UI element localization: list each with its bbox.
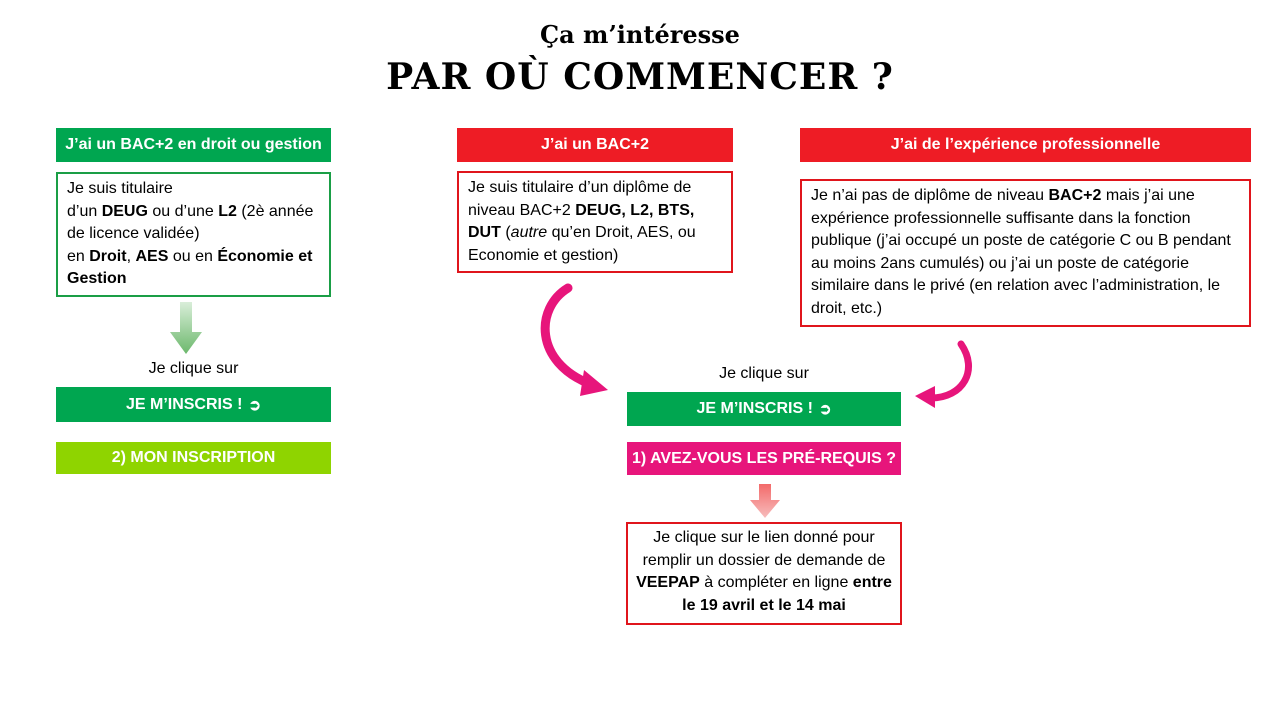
text: Je clique sur le lien donné pour remplir… (642, 529, 886, 569)
pre-requis-button[interactable]: 1) AVEZ-VOUS LES PRÉ-REQUIS ? (627, 442, 901, 475)
text-bold: L2 (218, 202, 237, 220)
text-bold: DEUG (101, 202, 148, 220)
text-bold: entre le 19 avril et le 14 mai (682, 574, 892, 614)
page-title: PAR OÙ COMMENCER ? (386, 56, 894, 98)
button-label: JE M’INSCRIS ! (125, 395, 243, 413)
curved-arrow-right-icon (915, 340, 972, 408)
arrow-right-icon: ➲ (248, 396, 262, 414)
text: Je suis titulaire (67, 180, 173, 197)
header-bac2: J’ai un BAC+2 (457, 128, 733, 162)
text-bold: VEEPAP (636, 574, 700, 591)
box-bac2: Je suis titulaire d’un diplôme de niveau… (457, 171, 733, 273)
box-experience: Je n’ai pas de diplôme de niveau BAC+2 m… (800, 179, 1251, 327)
text: en (67, 247, 90, 265)
text: , (126, 247, 136, 265)
text-bold: DEUG, L2, BTS, DUT (468, 201, 695, 242)
text: Je n’ai pas de diplôme de niveau (811, 187, 1049, 204)
text: Je suis titulaire d’un diplôme de niveau… (468, 179, 692, 219)
inscris-button-center[interactable]: JE M’INSCRIS ! ➲ (627, 392, 901, 426)
text-bold: BAC+2 (1048, 187, 1102, 204)
text: ( (500, 224, 511, 241)
text: à compléter en ligne (699, 574, 853, 591)
green-down-arrow-icon (170, 302, 202, 354)
text: (2è année de licence validée) (67, 202, 314, 243)
text-bold: AES (135, 247, 169, 265)
text: ou d’une (147, 202, 219, 220)
title-line1: Ça m’intéresse (540, 20, 740, 49)
curved-arrow-left-icon (540, 283, 608, 396)
caption-je-clique-center: Je clique sur (719, 365, 809, 382)
box-veepap: Je clique sur le lien donné pour remplir… (626, 522, 902, 625)
text-italic: autre (510, 224, 548, 241)
text: ou en (168, 247, 218, 265)
mon-inscription-button[interactable]: 2) MON INSCRIPTION (56, 442, 331, 474)
text: qu’en Droit, AES, ou Economie et gestion… (468, 224, 696, 264)
caption-je-clique-left: Je clique sur (148, 360, 239, 377)
button-label: JE M’INSCRIS ! (696, 400, 813, 417)
arrow-right-icon: ➲ (818, 401, 832, 418)
text: d’un (67, 202, 102, 220)
text: mais j’ai une expérience professionnelle… (811, 187, 1231, 317)
red-down-arrow-icon (750, 484, 780, 518)
inscris-button-left[interactable]: JE M’INSCRIS ! ➲ (56, 387, 331, 422)
box-bac2-droit-gestion: Je suis titulaire d’un DEUG ou d’une L2 … (56, 172, 331, 297)
text-bold: Économie et Gestion (67, 247, 313, 288)
text-bold: Droit (89, 247, 127, 265)
header-experience: J’ai de l’expérience professionnelle (800, 128, 1251, 162)
header-bac2-droit-gestion: J’ai un BAC+2 en droit ou gestion (56, 128, 331, 162)
